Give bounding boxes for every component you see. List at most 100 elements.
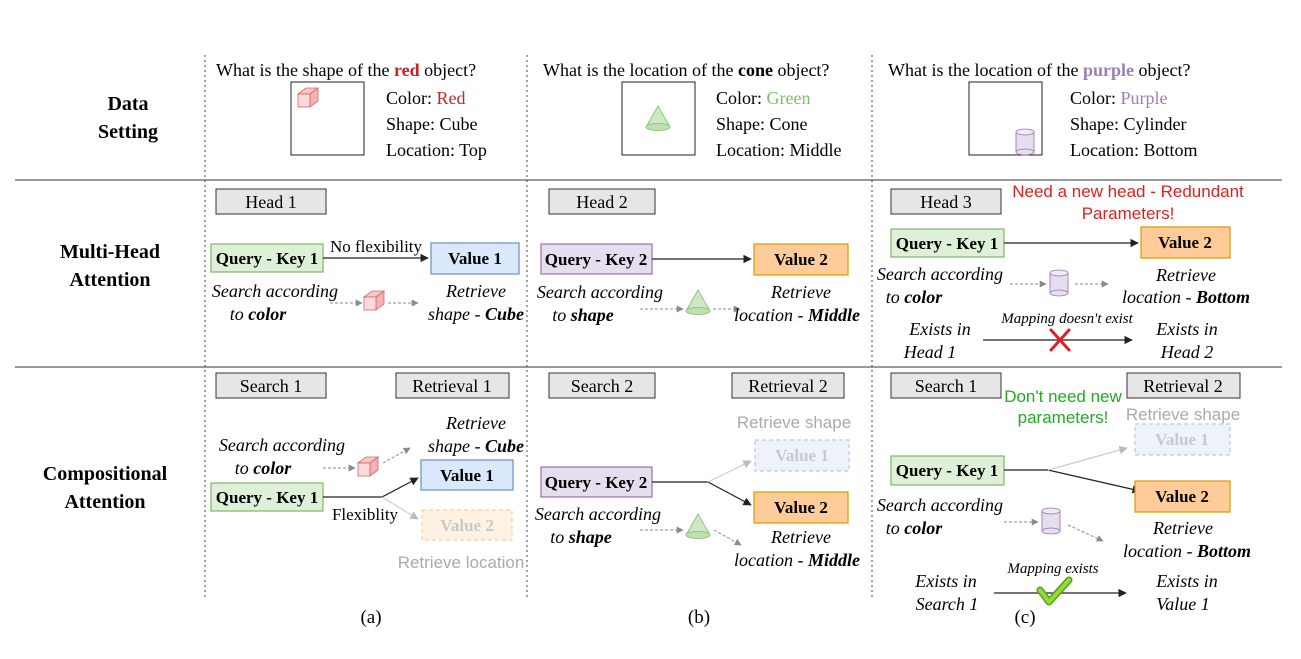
head-label-3: Head 3 — [920, 192, 971, 212]
query-box-a-mh: Query - Key 1 — [216, 249, 318, 268]
no-flexibility-label: No flexibility — [330, 237, 423, 256]
cylinder-icon — [1041, 507, 1061, 535]
query-box-b-mh: Query - Key 2 — [545, 250, 647, 269]
cylinder-icon — [1049, 269, 1069, 297]
search-text-a-comp-2: to color — [235, 458, 293, 478]
search-head-c: Search 1 — [915, 376, 977, 396]
faded-retrieve-a: Retrieve location — [398, 553, 525, 572]
cube-icon — [296, 87, 320, 108]
row-label-compositional: Compositional — [43, 463, 168, 485]
caption-a: (a) — [360, 607, 381, 628]
prop-shape-a: Shape: Cube — [386, 114, 478, 134]
exists-left-c-mh-2: Head 1 — [903, 342, 957, 362]
prop-color-a: Color: Red — [386, 88, 466, 108]
row-label-data: Data — [107, 93, 148, 115]
prop-shape-b: Shape: Cone — [716, 114, 808, 134]
value-box-b-mh: Value 2 — [774, 250, 828, 269]
search-text-b-comp-1: Search according — [535, 504, 661, 524]
retrieve-text-a-mh-2: shape - Cube — [428, 304, 524, 324]
query-box-c-comp: Query - Key 1 — [896, 461, 998, 480]
cube-icon — [362, 290, 386, 311]
query-box-b-comp: Query - Key 2 — [545, 473, 647, 492]
no-new-params-note-1: Don't need new — [1004, 387, 1122, 406]
head-label-1: Head 1 — [245, 192, 296, 212]
retrieve-text-a-comp-2: shape - Cube — [428, 436, 524, 456]
prop-shape-c: Shape: Cylinder — [1070, 114, 1186, 134]
head-label-2: Head 2 — [576, 192, 627, 212]
faded-retrieve-c: Retrieve shape — [1126, 405, 1240, 424]
value-box-c-comp: Value 2 — [1155, 487, 1209, 506]
exists-left-c-comp-1: Exists in — [914, 571, 977, 591]
exists-left-c-mh-1: Exists in — [908, 319, 971, 339]
retrieve-text-a-mh-1: Retrieve — [445, 281, 506, 301]
row-label-multihead: Multi-Head — [60, 241, 160, 263]
faded-value-a: Value 2 — [440, 516, 494, 535]
query-box-a-comp: Query - Key 1 — [216, 488, 318, 507]
cone-icon — [685, 289, 711, 315]
question-c: What is the location of the purple objec… — [888, 60, 1190, 80]
search-text-b-mh-2: to shape — [552, 305, 614, 325]
search-text-c-comp-1: Search according — [877, 495, 1003, 515]
retrieval-head-a: Retrieval 1 — [412, 376, 491, 396]
faded-retrieve-b: Retrieve shape — [737, 413, 851, 432]
grid-lines — [15, 55, 1282, 600]
value-box-a-comp: Value 1 — [440, 466, 494, 485]
panel-b: What is the location of the cone object?… — [535, 60, 860, 628]
retrieve-text-a-comp-1: Retrieve — [445, 413, 506, 433]
retrieve-text-b-mh-2: location - Middle — [734, 305, 860, 325]
exists-right-c-comp-1: Exists in — [1155, 571, 1218, 591]
search-text-c-comp-2: to color — [886, 518, 944, 538]
question-b: What is the location of the cone object? — [543, 60, 829, 80]
row-label-attention-2: Attention — [64, 491, 145, 513]
value-box-a-mh: Value 1 — [448, 249, 502, 268]
retrieve-text-c-comp-1: Retrieve — [1152, 518, 1213, 538]
search-text-a-comp-1: Search according — [219, 435, 345, 455]
query-box-c-mh: Query - Key 1 — [896, 234, 998, 253]
row-labels: Data Setting Multi-Head Attention Compos… — [43, 93, 168, 513]
retrieval-head-c: Retrieval 2 — [1143, 376, 1222, 396]
retrieve-text-b-comp-2: location - Middle — [734, 550, 860, 570]
panel-a: What is the shape of the red object? Col… — [210, 60, 525, 628]
search-text-c-mh-1: Search according — [877, 264, 1003, 284]
prop-location-a: Location: Top — [386, 140, 487, 160]
row-label-attention-1: Attention — [69, 269, 150, 291]
exists-right-c-comp-2: Value 1 — [1156, 594, 1210, 614]
no-new-params-note-2: parameters! — [1018, 408, 1109, 427]
value-box-c-mh: Value 2 — [1158, 233, 1212, 252]
retrieve-text-b-mh-1: Retrieve — [770, 282, 831, 302]
panel-c: What is the location of the purple objec… — [877, 60, 1251, 628]
redundant-note-2: Parameters! — [1082, 204, 1175, 223]
retrieval-head-b: Retrieval 2 — [748, 376, 827, 396]
prop-location-c: Location: Bottom — [1070, 140, 1198, 160]
caption-b: (b) — [688, 607, 710, 628]
cylinder-icon — [1015, 128, 1035, 156]
cone-icon — [645, 105, 671, 131]
checkmark-icon — [1036, 576, 1073, 606]
prop-color-b: Color: Green — [716, 88, 811, 108]
search-text-c-mh-2: to color — [886, 287, 944, 307]
caption-c: (c) — [1014, 607, 1035, 628]
faded-value-b: Value 1 — [775, 446, 829, 465]
cube-icon — [356, 456, 380, 477]
faded-value-c: Value 1 — [1155, 430, 1209, 449]
exists-right-c-mh-2: Head 2 — [1160, 342, 1214, 362]
exists-right-c-mh-1: Exists in — [1155, 319, 1218, 339]
search-head-a: Search 1 — [240, 376, 302, 396]
mapping-not-exist-label: Mapping doesn't exist — [1000, 311, 1133, 327]
value-box-b-comp: Value 2 — [774, 498, 828, 517]
retrieve-text-b-comp-1: Retrieve — [770, 527, 831, 547]
search-text-a-mh-1: Search according — [212, 281, 338, 301]
flexibility-label: Flexiblity — [332, 505, 399, 524]
search-text-a-mh-2: to color — [230, 304, 288, 324]
prop-color-c: Color: Purple — [1070, 88, 1168, 108]
exists-left-c-comp-2: Search 1 — [916, 594, 979, 614]
retrieve-text-c-mh-2: location - Bottom — [1122, 287, 1250, 307]
prop-location-b: Location: Middle — [716, 140, 841, 160]
retrieve-text-c-comp-2: location - Bottom — [1123, 541, 1251, 561]
retrieve-text-c-mh-1: Retrieve — [1155, 265, 1216, 285]
cone-icon — [685, 513, 711, 539]
question-a: What is the shape of the red object? — [216, 60, 476, 80]
search-text-b-comp-2: to shape — [550, 527, 612, 547]
